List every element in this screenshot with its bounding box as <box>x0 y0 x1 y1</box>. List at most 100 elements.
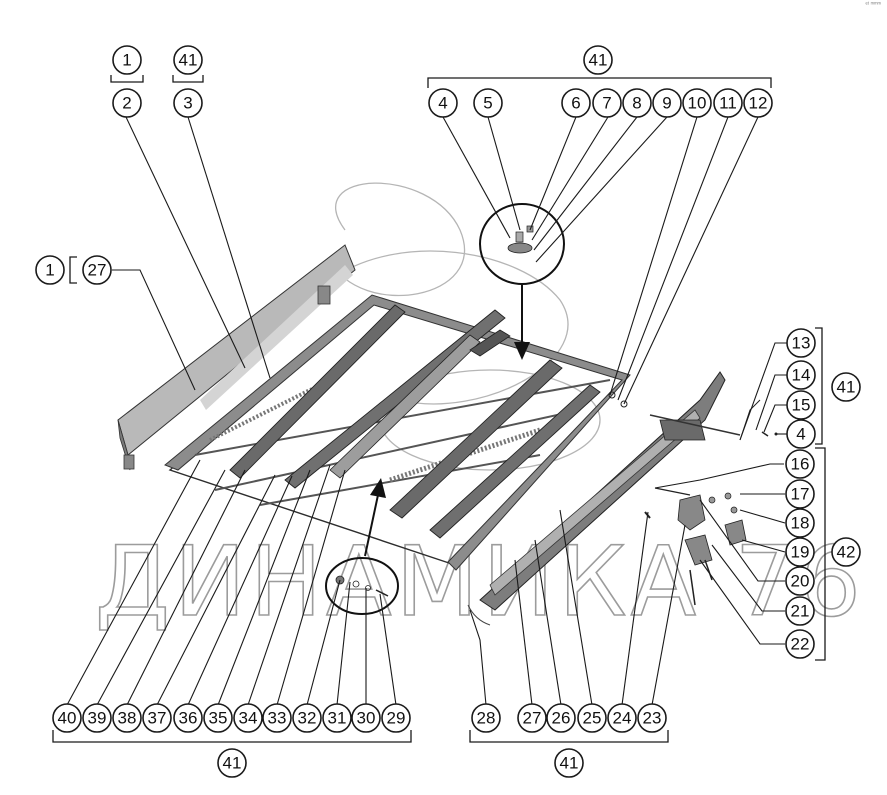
callout: 19 <box>785 537 815 567</box>
callout: 13 <box>786 328 816 358</box>
hardware-parts <box>335 225 778 626</box>
svg-text:16: 16 <box>791 455 810 474</box>
callout: 34 <box>233 703 263 733</box>
svg-text:4: 4 <box>438 94 447 113</box>
callout: 41 <box>831 372 861 402</box>
callout: 27 <box>517 703 547 733</box>
svg-text:11: 11 <box>719 94 737 113</box>
callout: 8 <box>622 88 652 118</box>
callout: 24 <box>607 703 637 733</box>
svg-text:27: 27 <box>523 709 542 728</box>
callout: 9 <box>652 88 682 118</box>
svg-text:34: 34 <box>239 709 258 728</box>
svg-text:28: 28 <box>477 709 496 728</box>
callout: 36 <box>173 703 203 733</box>
svg-text:42: 42 <box>837 543 856 562</box>
callout: 12 <box>743 88 773 118</box>
callout: 11 <box>713 88 743 118</box>
svg-text:20: 20 <box>791 572 810 591</box>
svg-text:26: 26 <box>552 709 571 728</box>
left-side-panel <box>117 244 356 471</box>
svg-text:24: 24 <box>613 709 632 728</box>
svg-text:1: 1 <box>45 261 54 280</box>
callout: 27 <box>82 255 112 285</box>
callout: 10 <box>682 88 712 118</box>
svg-text:22: 22 <box>791 635 810 654</box>
callout: 16 <box>785 449 815 479</box>
callout: 17 <box>785 479 815 509</box>
svg-text:40: 40 <box>58 709 77 728</box>
callout: 1 <box>112 45 142 75</box>
callout: 35 <box>203 703 233 733</box>
callout: 38 <box>112 703 142 733</box>
callout: 1 <box>35 255 65 285</box>
callout: 41 <box>217 748 247 778</box>
svg-text:9: 9 <box>662 94 671 113</box>
svg-text:30: 30 <box>357 709 376 728</box>
svg-text:17: 17 <box>791 485 810 504</box>
callout: 32 <box>292 703 322 733</box>
svg-text:1: 1 <box>122 51 131 70</box>
callout: 29 <box>381 703 411 733</box>
callouts: 1 41 2 3 41 4 5 6 7 8 9 10 11 12 1 27 13… <box>35 45 861 778</box>
callout: 23 <box>637 703 667 733</box>
svg-text:27: 27 <box>88 261 107 280</box>
svg-text:38: 38 <box>118 709 137 728</box>
svg-text:35: 35 <box>209 709 228 728</box>
callout: 18 <box>785 508 815 538</box>
svg-text:2: 2 <box>122 94 131 113</box>
svg-text:13: 13 <box>792 334 811 353</box>
callout: 41 <box>173 45 203 75</box>
brackets <box>52 75 826 743</box>
callout: 21 <box>785 596 815 626</box>
svg-text:10: 10 <box>688 94 707 113</box>
svg-text:41: 41 <box>179 51 198 70</box>
svg-text:8: 8 <box>632 94 641 113</box>
callout: 15 <box>786 390 816 420</box>
callout: 37 <box>142 703 172 733</box>
svg-text:15: 15 <box>792 396 811 415</box>
callout: 2 <box>112 88 142 118</box>
main-frame <box>164 294 631 571</box>
svg-text:29: 29 <box>387 709 406 728</box>
leader-lines <box>66 116 787 706</box>
svg-text:12: 12 <box>749 94 768 113</box>
svg-text:21: 21 <box>791 602 810 621</box>
svg-text:37: 37 <box>148 709 167 728</box>
callout: 41 <box>583 45 613 75</box>
svg-text:14: 14 <box>792 366 811 385</box>
svg-text:39: 39 <box>88 709 107 728</box>
right-side-panel <box>479 371 741 611</box>
callout: 14 <box>786 360 816 390</box>
svg-text:33: 33 <box>268 709 287 728</box>
svg-text:4: 4 <box>796 425 805 444</box>
svg-text:7: 7 <box>602 94 611 113</box>
svg-text:41: 41 <box>223 754 242 773</box>
callout: 39 <box>82 703 112 733</box>
svg-text:19: 19 <box>791 543 810 562</box>
callout: 4 <box>786 419 816 449</box>
svg-text:32: 32 <box>298 709 317 728</box>
svg-text:41: 41 <box>837 378 856 397</box>
callout: 7 <box>592 88 622 118</box>
detail-magnifiers <box>325 203 565 615</box>
callout: 3 <box>173 88 203 118</box>
callout: 41 <box>554 748 584 778</box>
svg-text:31: 31 <box>328 709 347 728</box>
callout: 40 <box>52 703 82 733</box>
callout: 20 <box>785 566 815 596</box>
callout: 6 <box>561 88 591 118</box>
svg-text:23: 23 <box>643 709 662 728</box>
callout: 33 <box>262 703 292 733</box>
svg-text:41: 41 <box>589 51 608 70</box>
callout: 4 <box>428 88 458 118</box>
slats <box>229 304 601 539</box>
callout: 5 <box>473 88 503 118</box>
callout: 42 <box>831 537 861 567</box>
callout: 25 <box>577 703 607 733</box>
callout: 26 <box>546 703 576 733</box>
callout: 22 <box>785 629 815 659</box>
callout: 28 <box>471 703 501 733</box>
svg-text:3: 3 <box>183 94 192 113</box>
